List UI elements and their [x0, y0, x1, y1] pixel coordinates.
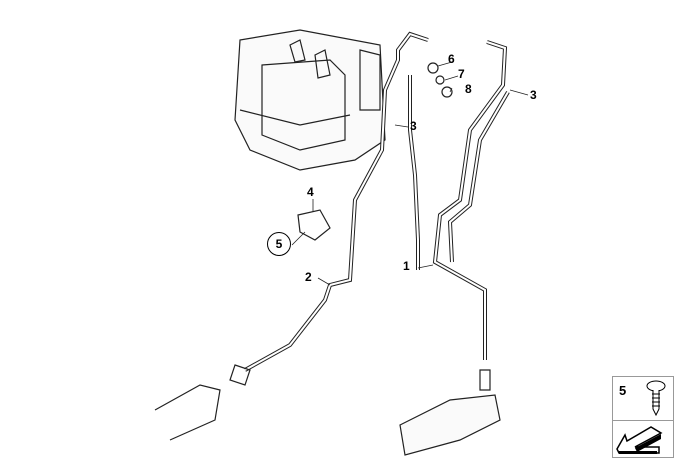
label-part-5-circled: 5 [267, 232, 291, 256]
arrow-icon [616, 426, 663, 454]
legend-part-number: 5 [619, 383, 627, 398]
legend-box: 5 [612, 376, 674, 458]
label-part-3: 3 [410, 119, 417, 133]
label-part-7: 7 [458, 67, 465, 81]
abs-unit [234, 29, 386, 171]
label-part-3: 3 [530, 88, 537, 102]
clip-4 [297, 209, 331, 241]
label-part-2: 2 [305, 270, 312, 284]
label-part-1: 1 [403, 259, 410, 273]
label-part-8: 8 [465, 82, 472, 96]
label-part-4: 4 [307, 185, 314, 199]
screw-icon [646, 380, 666, 417]
label-part-6: 6 [448, 52, 455, 66]
